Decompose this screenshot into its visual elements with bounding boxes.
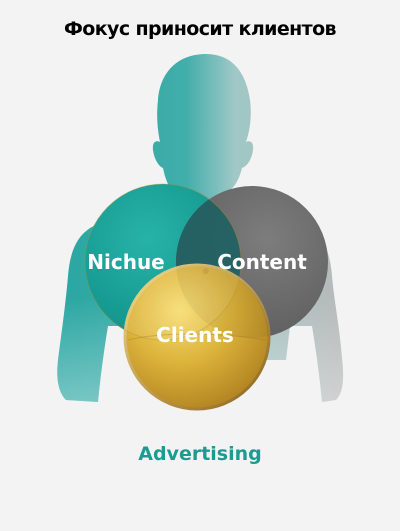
- center-dot: [203, 268, 209, 274]
- label-nichue: Nichue: [87, 250, 165, 274]
- page-title: Фокус приносит клиентов: [64, 18, 337, 40]
- label-clients: Clients: [156, 323, 234, 347]
- label-content: Content: [217, 250, 307, 274]
- advertising-label: Advertising: [138, 443, 262, 465]
- venn-circle-clients: [123, 263, 271, 411]
